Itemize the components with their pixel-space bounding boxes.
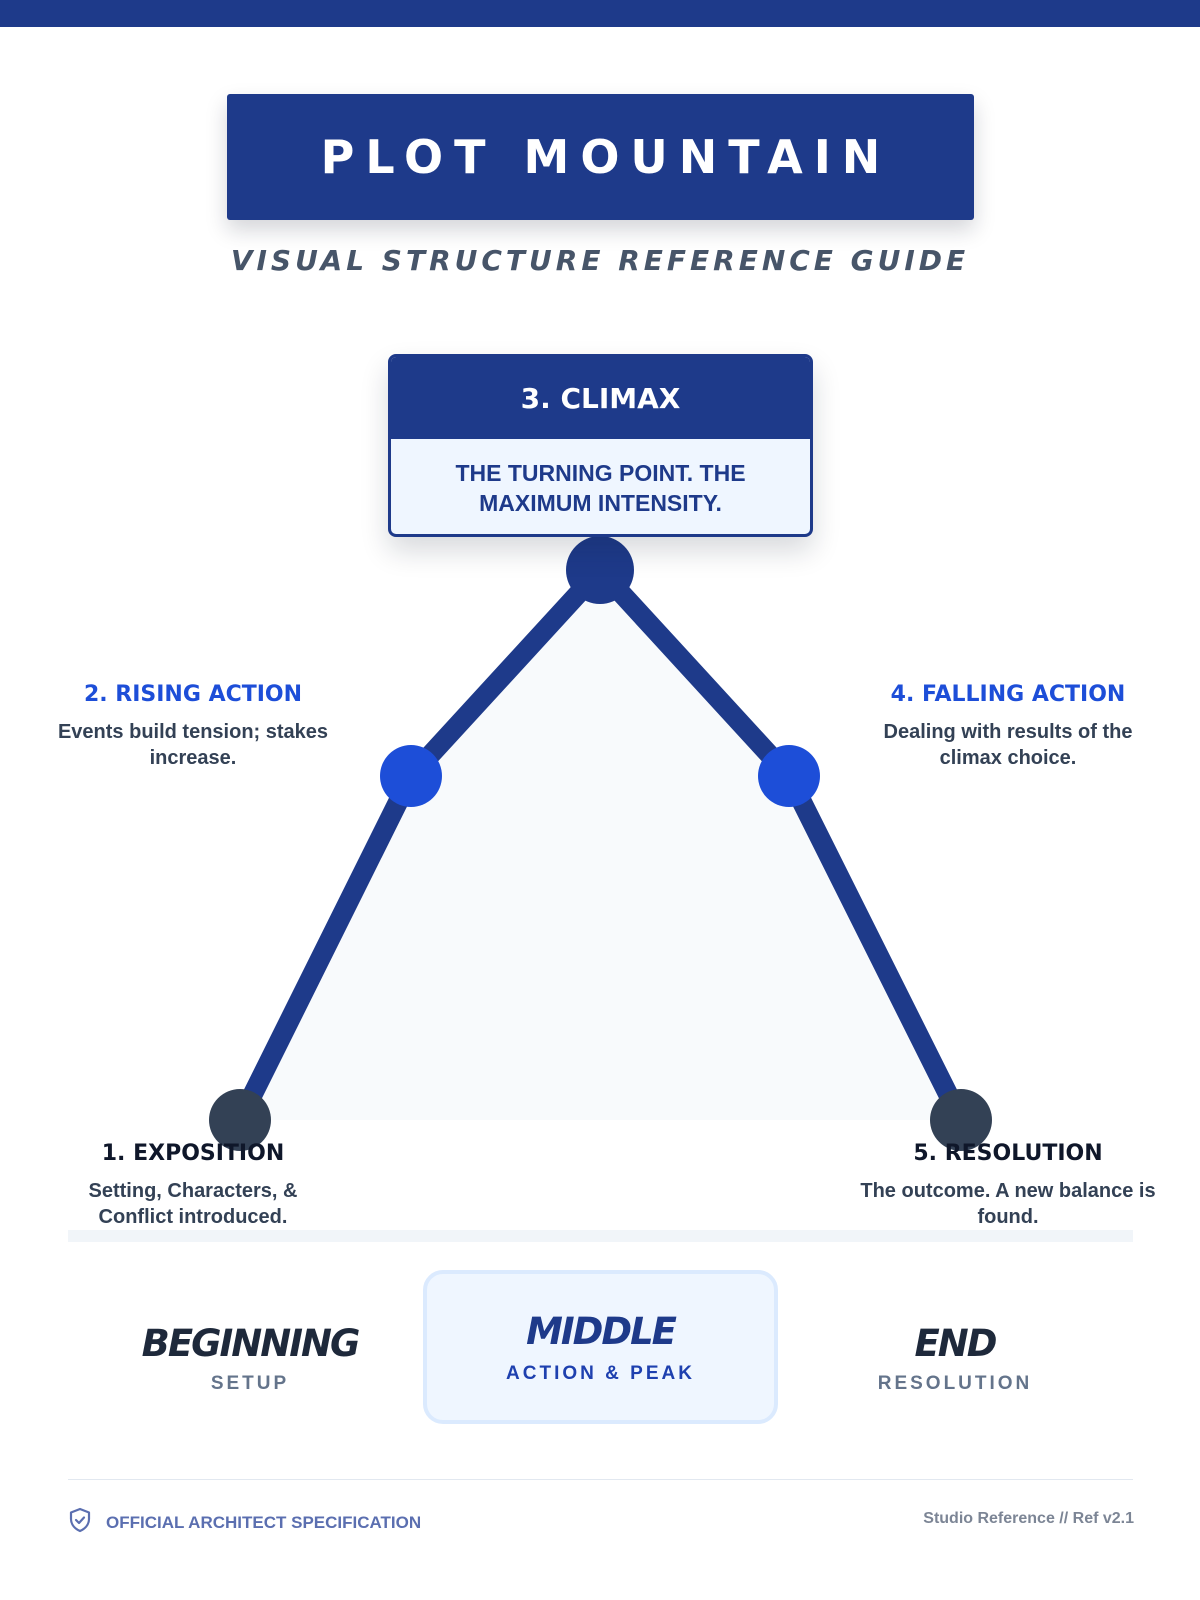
node-rising [380,745,442,807]
stage-description: Events build tension; stakes increase. [57,721,329,769]
climax-description: THE TURNING POINT. THE MAXIMUM INTENSITY… [455,460,746,516]
top-bar [0,0,1200,27]
phase-end: END RESOLUTION [815,1322,1095,1395]
page-title: PLOT MOUNTAIN [320,130,892,184]
phase-title: END [914,1322,998,1365]
phase-subtitle: ACTION & PEAK [506,1362,695,1384]
stage-resolution: 5. RESOLUTION The outcome. A new balance… [838,1141,1178,1230]
phase-title: BEGINNING [141,1322,361,1365]
footer-spec-label: OFFICIAL ARCHITECT SPECIFICATION [106,1512,422,1532]
stage-description: Dealing with results of the climax choic… [883,721,1133,769]
title-banner: PLOT MOUNTAIN [227,94,974,220]
stage-title: 1. EXPOSITION [101,1141,285,1166]
phase-title: MIDDLE [526,1309,677,1353]
phase-subtitle: RESOLUTION [877,1373,1033,1394]
node-climax [566,536,634,604]
stage-description: Setting, Characters, & Conflict introduc… [88,1180,298,1228]
phase-middle: MIDDLE ACTION & PEAK [423,1270,778,1424]
page-subtitle: VISUAL STRUCTURE REFERENCE GUIDE [230,244,970,277]
stage-falling-action: 4. FALLING ACTION Dealing with results o… [838,682,1178,771]
stage-description: The outcome. A new balance is found. [860,1180,1156,1228]
footer-divider [68,1479,1133,1480]
stage-exposition: 1. EXPOSITION Setting, Characters, & Con… [23,1141,363,1230]
climax-title: 3. CLIMAX [391,357,810,439]
shield-check-icon [68,1507,92,1538]
footer-reference: Studio Reference // Ref v2.1 [923,1510,1134,1527]
mountain-area [240,570,961,1120]
phase-beginning: BEGINNING SETUP [110,1322,390,1395]
node-falling [758,745,820,807]
stage-title: 5. RESOLUTION [913,1141,1103,1166]
footer-spec: OFFICIAL ARCHITECT SPECIFICATION [68,1507,421,1538]
stage-title: 2. RISING ACTION [83,682,303,707]
node-exposition [209,1089,271,1151]
climax-card: 3. CLIMAX THE TURNING POINT. THE MAXIMUM… [388,354,813,537]
node-resolution [930,1089,992,1151]
section-divider [68,1230,1133,1242]
stage-rising-action: 2. RISING ACTION Events build tension; s… [23,682,363,771]
phase-subtitle: SETUP [210,1373,290,1394]
stage-title: 4. FALLING ACTION [890,682,1126,707]
